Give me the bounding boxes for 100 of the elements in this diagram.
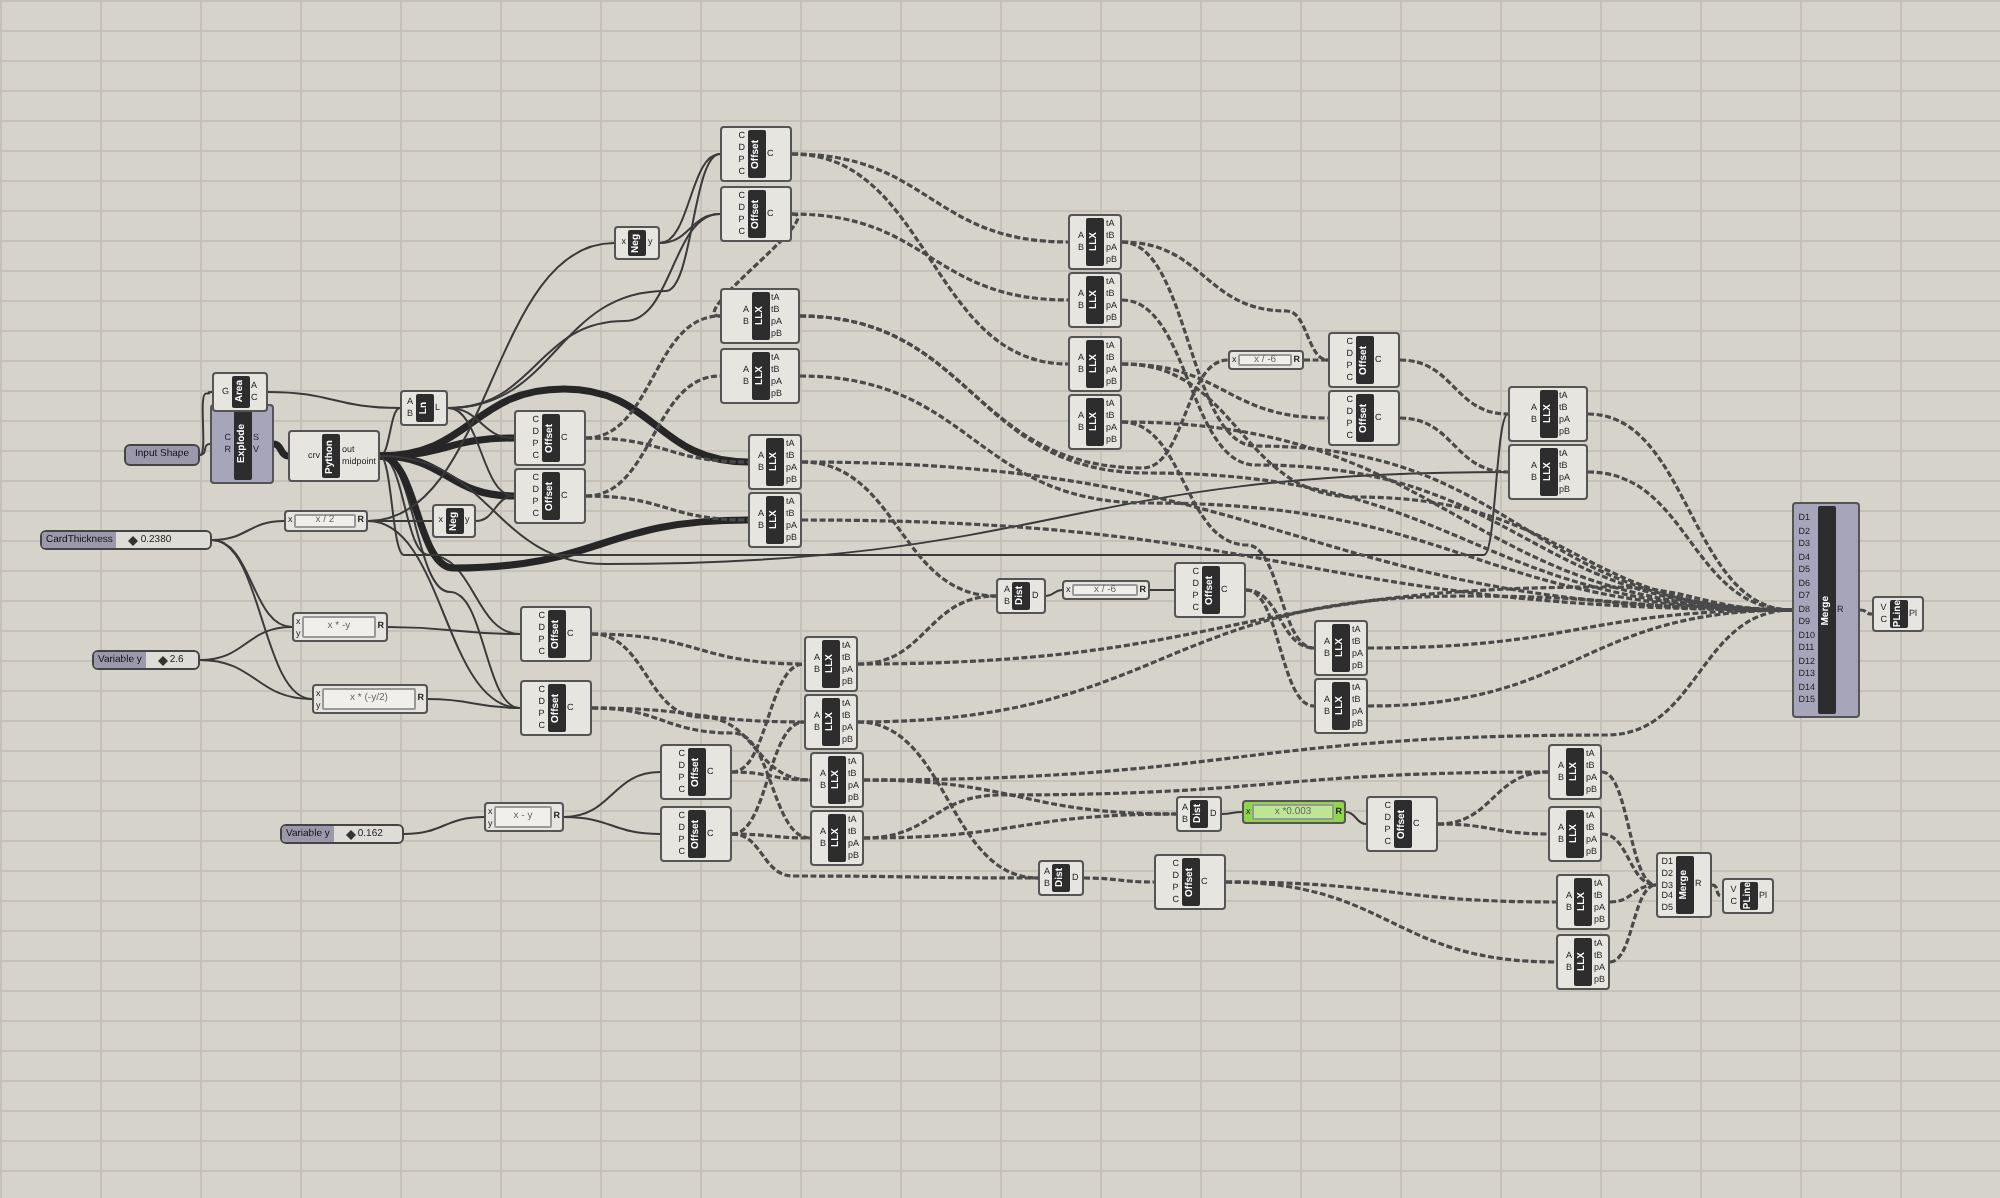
wire [863,778,1177,816]
component-box [748,492,802,548]
wire [267,391,401,409]
component-box [720,288,800,344]
expression-component [1062,580,1150,600]
wire [1601,832,1657,887]
component-box [1508,444,1588,500]
wire [731,770,811,782]
wire [731,720,805,836]
wire [1304,358,1328,362]
number-slider [92,650,200,670]
component-box [1068,394,1122,450]
component-box [1068,214,1122,270]
expression-component [1228,350,1304,370]
wire [379,385,749,466]
wire [1399,358,1509,416]
wire [591,632,805,666]
number-slider [280,824,404,844]
wire [799,314,1229,470]
wire [379,452,749,572]
component-box [1038,860,1084,896]
wire [403,816,485,835]
wire [1045,589,1063,597]
component-box [432,504,476,538]
wire [1609,883,1657,964]
component-box [810,810,864,866]
wire [1121,362,1329,420]
wire [1121,420,1315,650]
wire [712,212,800,318]
component-box [748,434,802,490]
component-box [1792,502,1860,718]
component-box [1328,390,1400,446]
wire [387,626,521,635]
component-box [996,578,1046,614]
wire [379,407,401,457]
component-box [212,372,268,412]
component-box [1314,620,1368,676]
component-box [210,404,274,484]
wire [1711,883,1723,898]
wire [427,698,521,709]
wire [1609,883,1657,904]
wire [1149,589,1175,591]
component-box [1068,272,1122,328]
wire [791,152,1069,244]
component-box [804,694,858,750]
component-box [400,390,448,426]
component-box [810,752,864,808]
wire [211,539,313,700]
component-box [520,606,592,662]
component-box [1548,806,1602,862]
number-slider [40,530,212,550]
component-box [514,410,586,466]
expression-component [292,612,388,642]
wire [863,770,1548,840]
component-box [804,636,858,692]
wire [1221,811,1243,815]
wire [211,520,285,541]
component-box [1176,796,1222,832]
component-box [720,126,792,182]
wire [1245,588,1315,650]
wire [199,443,211,456]
wire [1245,588,1315,708]
wire [659,213,721,244]
component-box [1872,596,1924,632]
component-box [288,430,380,482]
component-box [1548,744,1602,800]
wire [591,632,811,782]
wire [791,152,1069,366]
wire [199,391,213,456]
component-box [660,744,732,800]
wire [659,153,721,244]
wire [379,413,1509,556]
wire [1225,880,1557,964]
wire [585,436,749,464]
component-box [1656,852,1712,918]
wire [1437,822,1549,836]
component-box [720,348,800,404]
component-box [520,680,592,736]
component-box [1154,854,1226,910]
wire [273,440,289,460]
wire [1084,876,1154,884]
wire [864,812,1176,840]
expression-component [484,802,564,832]
wire [591,706,811,840]
component-box [720,186,792,242]
expression-component [284,510,368,532]
component-box [1508,386,1588,442]
wire [731,662,805,774]
wire [1345,811,1367,825]
component-box [1314,678,1368,734]
component-box [1366,796,1438,852]
wire [1399,416,1509,474]
wire [801,460,997,598]
wire [447,407,515,497]
wire [1859,608,1873,616]
wire [791,212,1069,302]
component-box [1174,562,1246,618]
component-box [1328,332,1400,388]
wire [379,455,1509,565]
component-box [514,468,586,524]
